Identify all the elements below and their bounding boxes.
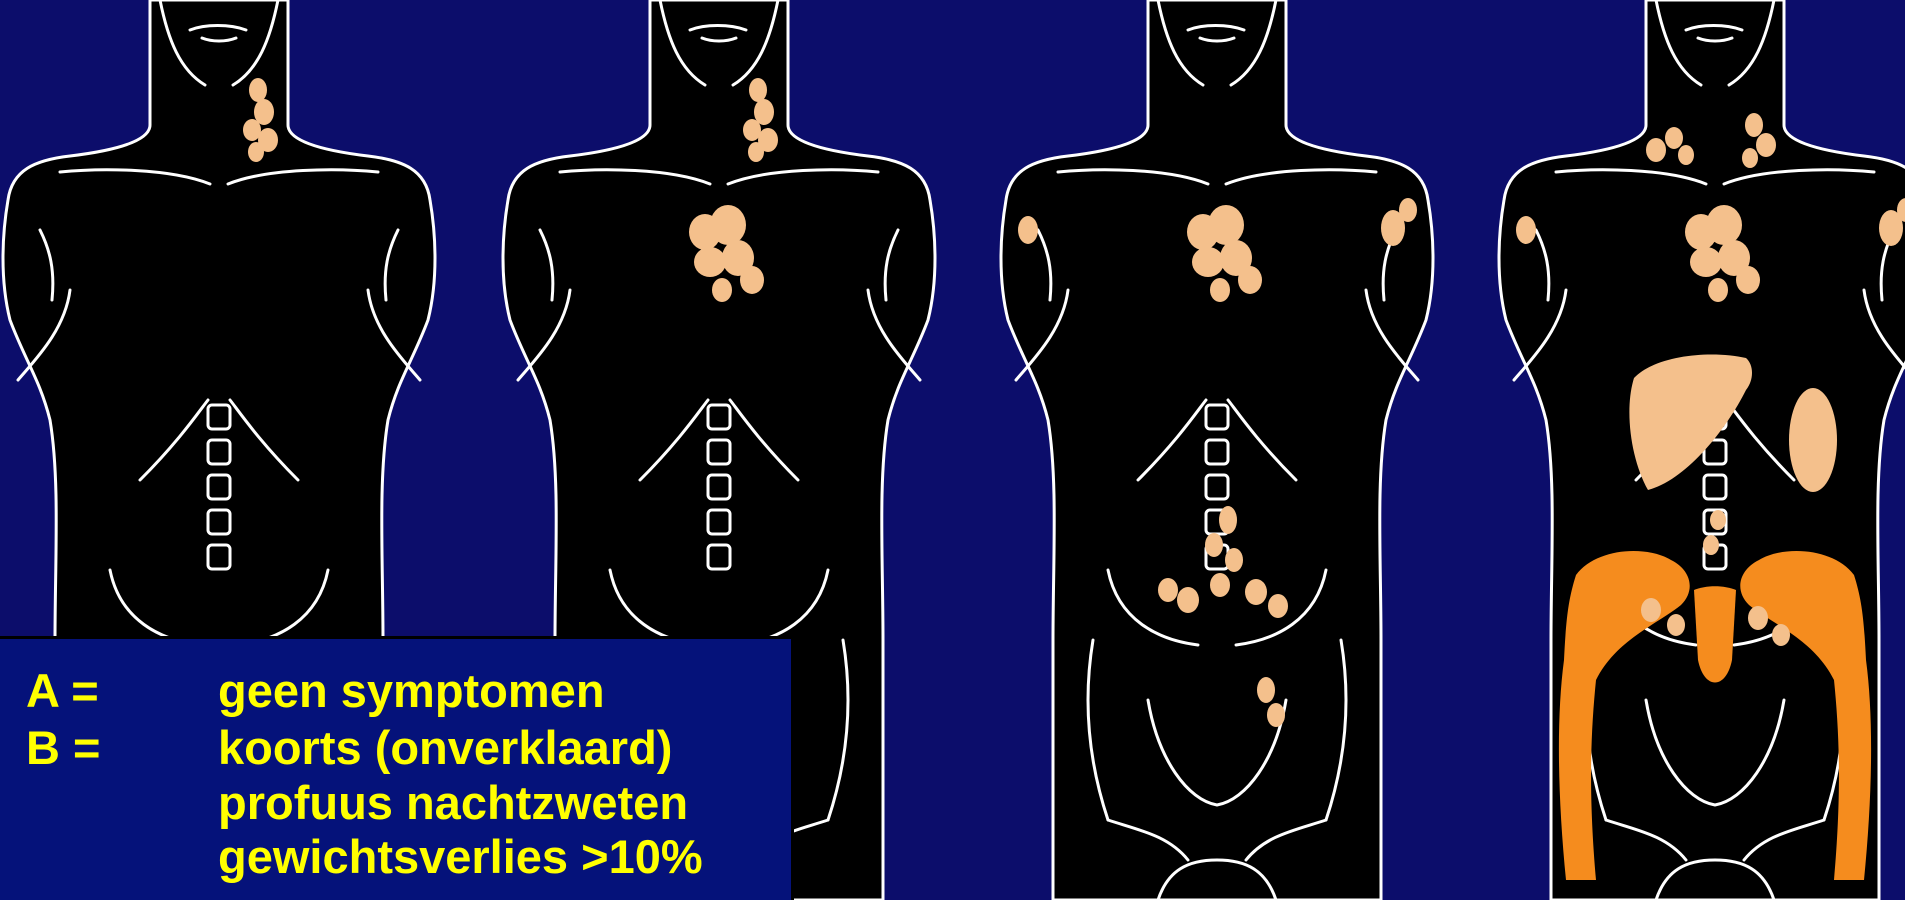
lymph-node <box>1667 614 1685 636</box>
bone-marrow-sacrum <box>1694 586 1736 682</box>
lymph-node <box>749 78 767 102</box>
legend-key-b: B = <box>26 722 218 774</box>
legend-key-a: A = <box>26 665 218 717</box>
lymph-node <box>1268 594 1288 618</box>
lymph-node <box>1703 535 1719 555</box>
lymph-node <box>1641 598 1661 622</box>
lymph-node <box>1210 573 1230 597</box>
lymph-node <box>694 247 726 277</box>
lymph-node <box>740 266 764 294</box>
symptom-legend: A =geen symptomen B =koorts (onverklaard… <box>0 636 794 900</box>
lymph-node <box>1665 127 1683 149</box>
lymph-node <box>1210 278 1230 302</box>
lymph-node <box>1646 138 1666 162</box>
lymph-node <box>248 142 264 162</box>
lymph-node <box>712 278 732 302</box>
lymph-node <box>710 205 746 245</box>
legend-text-b-1: koorts (onverklaard) <box>218 721 672 774</box>
lymph-node <box>1192 247 1224 277</box>
lymph-node <box>1742 148 1758 168</box>
lymph-node <box>1706 205 1742 245</box>
lymph-node <box>1238 266 1262 294</box>
legend-row-b2: profuus nachtzweten <box>26 777 688 829</box>
lymph-node <box>1710 510 1726 530</box>
lymph-node <box>1708 278 1728 302</box>
lymph-node <box>1516 216 1536 244</box>
spleen-shape <box>1789 388 1837 492</box>
legend-row-a: A =geen symptomen <box>26 665 605 717</box>
lymph-node <box>1205 533 1223 557</box>
lymph-node <box>1772 624 1790 646</box>
lymph-node <box>1257 677 1275 703</box>
lymph-node <box>1225 548 1243 572</box>
legend-row-b3: gewichtsverlies >10% <box>26 831 703 883</box>
lymph-node <box>1748 606 1768 630</box>
legend-text-a: geen symptomen <box>218 664 605 717</box>
lymph-node <box>1690 247 1722 277</box>
lymph-node <box>1158 578 1178 602</box>
lymph-node <box>1267 703 1285 727</box>
lymph-node <box>1756 133 1776 157</box>
lymph-node <box>1219 506 1237 534</box>
spleen <box>1789 388 1837 492</box>
lymph-node <box>1745 113 1763 137</box>
lymph-node <box>1018 216 1038 244</box>
lymph-node <box>249 78 267 102</box>
lymph-node <box>1208 205 1244 245</box>
legend-row-b: B =koorts (onverklaard) <box>26 722 672 774</box>
legend-text-b-2: profuus nachtzweten <box>218 776 688 829</box>
lymph-node <box>748 142 764 162</box>
lymph-node <box>1177 587 1199 613</box>
lymph-node <box>1399 198 1417 222</box>
lymph-node <box>1678 145 1694 165</box>
legend-text-b-3: gewichtsverlies >10% <box>218 830 703 883</box>
lymph-node <box>1245 579 1267 605</box>
lymph-node <box>1736 266 1760 294</box>
